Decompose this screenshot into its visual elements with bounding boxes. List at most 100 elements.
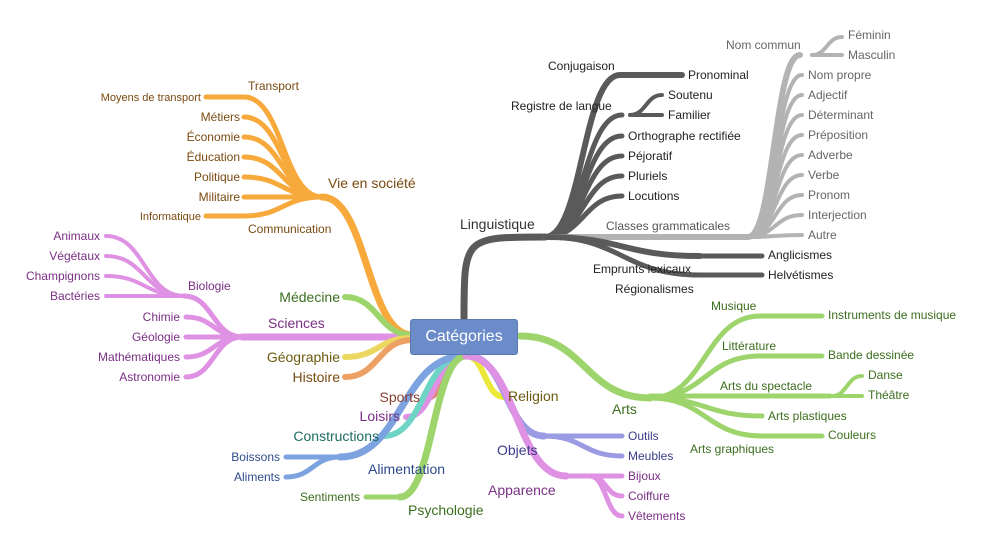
link-arts (516, 332, 654, 402)
node-bijoux[interactable]: Bijoux (628, 469, 661, 483)
node-metiers[interactable]: Métiers (201, 110, 240, 124)
link-regionalismes (542, 234, 703, 278)
node-determinant[interactable]: Déterminant (808, 108, 874, 122)
node-aliments[interactable]: Aliments (234, 470, 280, 484)
link-aliments (283, 454, 343, 480)
node-vetements[interactable]: Vêtements (628, 509, 685, 523)
node-bande-dessinee[interactable]: Bande dessinée (828, 348, 914, 362)
node-arts-graphiques[interactable]: Arts graphiques (690, 442, 774, 456)
node-psychologie[interactable]: Psychologie (408, 502, 484, 518)
node-adverbe[interactable]: Adverbe (808, 148, 853, 162)
node-musique[interactable]: Musique (711, 299, 757, 313)
node-apparence[interactable]: Apparence (488, 482, 556, 498)
link-transport (241, 94, 325, 200)
node-objets[interactable]: Objets (497, 442, 537, 458)
link-sci-3 (183, 334, 245, 380)
node-orthographe-rectifiee[interactable]: Orthographe rectifiée (628, 129, 741, 143)
node-locutions[interactable]: Locutions (628, 189, 679, 203)
node-meubles[interactable]: Meubles (628, 449, 673, 463)
node-masculin[interactable]: Masculin (848, 48, 895, 62)
node-astronomie[interactable]: Astronomie (119, 370, 180, 384)
node-instruments-de-musique[interactable]: Instruments de musique (828, 308, 956, 322)
node-economie[interactable]: Économie (187, 129, 241, 144)
node-alimentation[interactable]: Alimentation (368, 461, 445, 477)
node-chimie[interactable]: Chimie (143, 310, 181, 324)
node-animaux[interactable]: Animaux (53, 229, 100, 243)
node-nom-propre[interactable]: Nom propre (808, 68, 872, 82)
link-graphiques (647, 395, 765, 439)
link-classe-8 (746, 233, 804, 239)
node-education[interactable]: Éducation (187, 149, 240, 164)
node-transport[interactable]: Transport (248, 79, 300, 93)
node-sentiments[interactable]: Sentiments (300, 490, 360, 504)
node-mathematiques[interactable]: Mathématiques (98, 350, 180, 364)
node-communication[interactable]: Communication (248, 222, 331, 236)
node-adjectif[interactable]: Adjectif (808, 88, 848, 102)
link-linguistique (460, 233, 549, 322)
link-meubles (541, 433, 625, 459)
node-interjection[interactable]: Interjection (808, 208, 867, 222)
link-alimentation (336, 352, 468, 461)
node-anglicismes[interactable]: Anglicismes (768, 248, 832, 262)
node-histoire[interactable]: Histoire (293, 369, 341, 385)
link-psychologie (396, 352, 470, 501)
node-theatre[interactable]: Théâtre (868, 388, 910, 402)
node-regionalismes[interactable]: Régionalismes (615, 282, 694, 296)
node-arts-du-spectacle[interactable]: Arts du spectacle (720, 379, 812, 393)
node-constructions[interactable]: Constructions (293, 428, 379, 444)
node-moyens-de-transport[interactable]: Moyens de transport (101, 92, 201, 104)
node-helvetismes[interactable]: Helvétismes (768, 268, 833, 282)
node-medecine[interactable]: Médecine (279, 289, 340, 305)
link-soutenu (628, 93, 664, 117)
link-vie (318, 193, 416, 339)
node-pejoratif[interactable]: Péjoratif (628, 149, 673, 163)
node-familier[interactable]: Familier (668, 108, 711, 122)
node-preposition[interactable]: Préposition (808, 128, 868, 142)
node-nom-commun[interactable]: Nom commun (726, 38, 801, 52)
node-sports[interactable]: Sports (380, 389, 420, 405)
node-geologie[interactable]: Géologie (132, 330, 180, 344)
node-pronom[interactable]: Pronom (808, 188, 850, 202)
node-verbe[interactable]: Verbe (808, 168, 840, 182)
node-outils[interactable]: Outils (628, 429, 659, 443)
node-geographie[interactable]: Géographie (267, 349, 340, 365)
node-bacteries[interactable]: Bactéries (50, 289, 100, 303)
link-communication (241, 194, 325, 219)
node-pluriels[interactable]: Pluriels (628, 169, 667, 183)
node-pronominal[interactable]: Pronominal (688, 68, 749, 82)
node-autre[interactable]: Autre (808, 228, 837, 242)
node-couleurs[interactable]: Couleurs (828, 428, 876, 442)
mind-map-labels: Linguistique ConjugaisonPronominalRegistr… (26, 28, 956, 523)
node-classes-grammaticales[interactable]: Classes grammaticales (606, 219, 730, 233)
mind-map-links (104, 35, 864, 519)
node-arts[interactable]: Arts (612, 401, 637, 417)
node-vegetaux[interactable]: Végétaux (49, 249, 100, 263)
node-feminin[interactable]: Féminin (848, 28, 891, 42)
node-militaire[interactable]: Militaire (199, 190, 241, 204)
node-emprunts-lexicaux[interactable]: Emprunts lexicaux (593, 262, 691, 276)
node-vie-en-societe[interactable]: Vie en société (328, 175, 416, 191)
node-boissons[interactable]: Boissons (231, 450, 280, 464)
node-champignons[interactable]: Champignons (26, 269, 100, 283)
node-danse[interactable]: Danse (868, 368, 903, 382)
link-vetements (587, 473, 625, 519)
node-loisirs[interactable]: Loisirs (360, 408, 400, 424)
node-biologie[interactable]: Biologie (188, 279, 231, 293)
node-arts-plastiques[interactable]: Arts plastiques (768, 409, 847, 423)
node-conjugaison[interactable]: Conjugaison (548, 59, 615, 73)
node-soutenu[interactable]: Soutenu (668, 88, 713, 102)
link-danse (830, 374, 864, 398)
node-sciences[interactable]: Sciences (268, 315, 325, 331)
node-linguistique[interactable]: Linguistique (460, 216, 535, 232)
node-litterature[interactable]: Littérature (722, 339, 776, 353)
root-label: Catégories (425, 328, 503, 345)
node-religion[interactable]: Religion (508, 388, 559, 404)
node-informatique[interactable]: Informatique (140, 211, 201, 223)
link-histoire (342, 337, 415, 380)
node-coiffure[interactable]: Coiffure (628, 489, 670, 503)
node-registre-de-langue[interactable]: Registre de langue (511, 99, 612, 113)
node-politique[interactable]: Politique (194, 170, 240, 184)
link-feminin (810, 35, 844, 57)
root-node[interactable]: Catégories (410, 319, 518, 355)
